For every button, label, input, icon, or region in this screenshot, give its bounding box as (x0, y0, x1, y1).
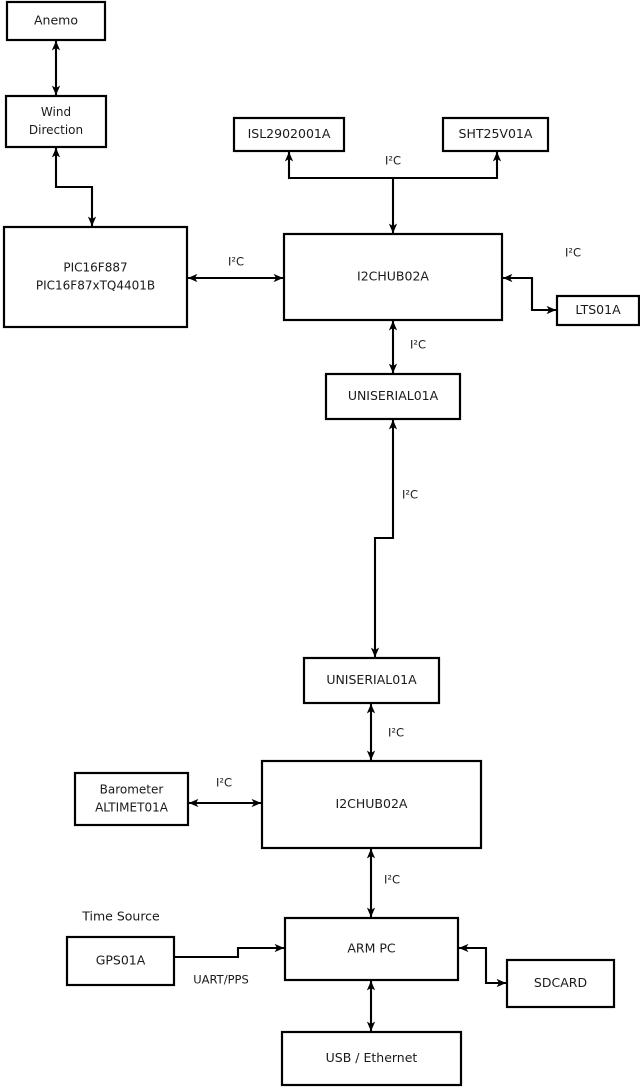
node-gps[interactable]: GPS01A (65, 935, 176, 987)
node-box-hub_top[interactable] (282, 232, 504, 322)
node-label-hub_top: I2CHUB02A (357, 269, 429, 284)
edge-uniserial-bot-hub: I²C (366, 703, 404, 761)
node-hub_top[interactable]: I2CHUB02A (282, 232, 504, 322)
node-label-uniserial_bot: UNISERIAL01A (326, 672, 417, 687)
node-label-barometer-line1: Barometer (100, 783, 164, 797)
node-box-armpc[interactable] (283, 916, 460, 982)
node-isl[interactable]: ISL2902001A (232, 116, 346, 153)
node-label-armpc: ARM PC (347, 941, 396, 956)
node-box-pic[interactable] (2, 225, 189, 329)
node-usbeth[interactable]: USB / Ethernet (280, 1030, 463, 1087)
node-label-wind-line1: Wind (41, 105, 71, 119)
edge-wind-pic (51, 147, 97, 227)
node-label-uniserial_top: UNISERIAL01A (348, 388, 439, 403)
edge-line-hub-lts (502, 273, 557, 315)
node-label-usbeth: USB / Ethernet (326, 1050, 418, 1065)
node-label-barometer-line2: ALTIMET01A (95, 801, 169, 815)
node-box-anemo[interactable] (5, 0, 107, 42)
edge-label-hub-lts: I²C (565, 246, 581, 260)
edge-barometer-hub: I²C (188, 776, 262, 808)
edge-hub-armpc: I²C (366, 848, 400, 918)
edge-line-armpc-sdcard (458, 943, 507, 988)
node-hub_bot[interactable]: I2CHUB02A (260, 759, 483, 850)
node-uniserial_bot[interactable]: UNISERIAL01A (302, 656, 441, 705)
node-sht[interactable]: SHT25V01A (441, 116, 550, 153)
edge-gps-armpc: UART/PPS (175, 943, 285, 987)
node-label-pic-line2: PIC16F87xTQ4401B (36, 279, 155, 293)
node-label-sdcard: SDCARD (534, 975, 587, 990)
node-box-usbeth[interactable] (280, 1030, 463, 1087)
edge-label-gps-armpc: UART/PPS (193, 973, 249, 987)
node-uniserial_top[interactable]: UNISERIAL01A (324, 372, 462, 421)
node-anemo[interactable]: Anemo (5, 0, 107, 42)
node-box-uniserial_top[interactable] (324, 372, 462, 421)
node-label-anemo: Anemo (34, 13, 78, 28)
edge-hub-isl-sht: I²C (284, 151, 502, 180)
edge-hub-uniserial-top: I²C (388, 320, 426, 374)
edge-label-uniserial-link: I²C (402, 488, 418, 502)
node-box-wind[interactable] (4, 94, 108, 149)
node-box-barometer[interactable] (73, 771, 190, 827)
edges-layer: I²C I²C I²C I²C I²C I²C I²C I²C UART/PPS (51, 40, 581, 1032)
node-armpc[interactable]: ARM PC (283, 916, 460, 982)
edge-label-barometer-hub: I²C (216, 776, 232, 790)
node-label-gps: GPS01A (96, 953, 146, 968)
edge-line-gps-armpc (175, 943, 285, 959)
node-lts[interactable]: LTS01A (555, 294, 640, 327)
edge-line-wind-pic (51, 147, 97, 227)
edge-hub-lts: I²C (502, 246, 581, 315)
node-box-sdcard[interactable] (505, 958, 616, 1009)
free-labels-layer: Time Source (81, 909, 160, 924)
node-label-pic-line1: PIC16F887 (63, 261, 127, 275)
edge-uniserial-link: I²C (370, 419, 418, 658)
free-label-time-source: Time Source (81, 909, 160, 924)
node-box-lts[interactable] (555, 294, 640, 327)
node-box-uniserial_bot[interactable] (302, 656, 441, 705)
node-label-hub_bot: I2CHUB02A (336, 796, 408, 811)
node-label-isl: ISL2902001A (248, 126, 331, 141)
edge-label-hub-armpc: I²C (384, 873, 400, 887)
node-label-wind-line2: Direction (29, 123, 83, 137)
node-label-lts: LTS01A (575, 302, 621, 317)
edge-label-pic-hub: I²C (228, 255, 244, 269)
edge-label-hub-isl-sht: I²C (385, 154, 401, 168)
node-sdcard[interactable]: SDCARD (505, 958, 616, 1009)
node-box-isl[interactable] (232, 116, 346, 153)
node-box-gps[interactable] (65, 935, 176, 987)
node-label-sht: SHT25V01A (459, 126, 533, 141)
node-box-hub_bot[interactable] (260, 759, 483, 850)
edge-pic-hub: I²C (187, 255, 284, 283)
node-box-sht[interactable] (441, 116, 550, 153)
edge-label-hub-uniserial-top: I²C (410, 338, 426, 352)
edge-line-uniserial-link (370, 419, 398, 658)
edge-label-uniserial-bot-hub: I²C (388, 726, 404, 740)
edge-armpc-sdcard (458, 943, 507, 988)
